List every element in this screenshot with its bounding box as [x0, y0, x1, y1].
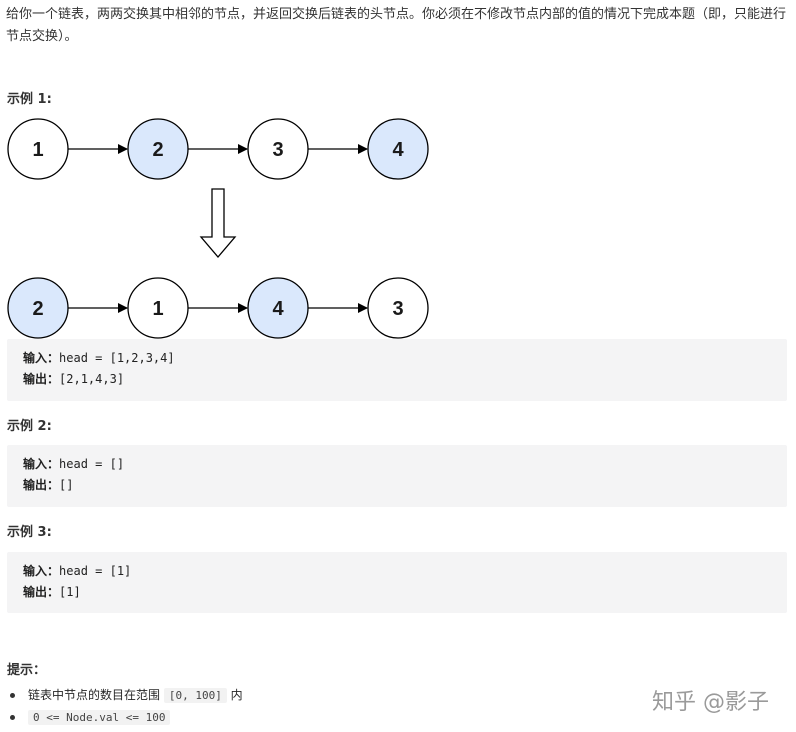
- example-2-input: 输入：head = []: [23, 456, 124, 472]
- example-1-title: 示例 1:: [7, 92, 52, 107]
- linked-list-diagram: 1 2 3 4 2 1 4 3: [7, 118, 429, 339]
- example-3-codebox: 输入：head = [1] 输出：[1]: [7, 552, 787, 613]
- example-1-output: 输出：[2,1,4,3]: [23, 371, 124, 387]
- example-3-title: 示例 3:: [7, 525, 52, 540]
- tip-item-1: 链表中节点的数目在范围 [0, 100] 内: [10, 684, 243, 706]
- example-2-title: 示例 2:: [7, 419, 52, 434]
- top-node-2-label: 2: [152, 139, 163, 161]
- output-value: []: [59, 478, 74, 492]
- input-value: head = []: [59, 457, 125, 471]
- input-label: 输入：: [23, 351, 60, 365]
- input-label: 输入：: [23, 564, 60, 578]
- bottom-node-1-label: 2: [32, 298, 43, 320]
- bottom-node-4-label: 3: [392, 298, 403, 320]
- output-label: 输出：: [23, 372, 60, 386]
- bottom-node-3-label: 4: [272, 298, 284, 320]
- output-label: 输出：: [23, 478, 60, 492]
- output-value: [1]: [59, 585, 81, 599]
- input-value: head = [1]: [59, 564, 132, 578]
- example-1-codebox: 输入：head = [1,2,3,4] 输出：[2,1,4,3]: [7, 339, 787, 401]
- top-node-1-label: 1: [32, 139, 43, 161]
- top-node-2: 2: [127, 118, 189, 180]
- tips-list: 链表中节点的数目在范围 [0, 100] 内 0 <= Node.val <= …: [10, 684, 243, 728]
- example-1-input: 输入：head = [1,2,3,4]: [23, 350, 175, 366]
- example-3-output: 输出：[1]: [23, 584, 81, 600]
- tips-title: 提示：: [7, 663, 47, 678]
- tip-1-suffix: 内: [230, 688, 243, 702]
- top-node-3: 3: [247, 118, 309, 180]
- output-value: [2,1,4,3]: [59, 372, 125, 386]
- example-2-codebox: 输入：head = [] 输出：[]: [7, 445, 787, 507]
- tip-1-prefix: 链表中节点的数目在范围: [28, 688, 161, 702]
- down-arrow: [199, 188, 237, 259]
- tip-item-2: 0 <= Node.val <= 100: [10, 706, 243, 728]
- top-node-4-label: 4: [392, 139, 404, 161]
- tip-2-code: 0 <= Node.val <= 100: [28, 710, 171, 725]
- top-node-1: 1: [7, 118, 69, 180]
- problem-description: 给你一个链表，两两交换其中相邻的节点，并返回交换后链表的头节点。你必须在不修改节…: [6, 7, 787, 44]
- bottom-node-1: 2: [7, 277, 69, 339]
- top-node-4: 4: [367, 118, 429, 180]
- output-label: 输出：: [23, 585, 60, 599]
- bottom-node-2: 1: [127, 277, 189, 339]
- watermark: 知乎 @影子: [652, 690, 769, 715]
- input-label: 输入：: [23, 457, 60, 471]
- tip-1-code: [0, 100]: [163, 688, 227, 703]
- bottom-node-4: 3: [367, 277, 429, 339]
- input-value: head = [1,2,3,4]: [59, 351, 175, 365]
- example-2-output: 输出：[]: [23, 477, 73, 493]
- top-node-3-label: 3: [272, 139, 283, 161]
- bottom-node-3: 4: [247, 277, 309, 339]
- bottom-node-2-label: 1: [152, 298, 163, 320]
- example-3-input: 输入：head = [1]: [23, 563, 131, 579]
